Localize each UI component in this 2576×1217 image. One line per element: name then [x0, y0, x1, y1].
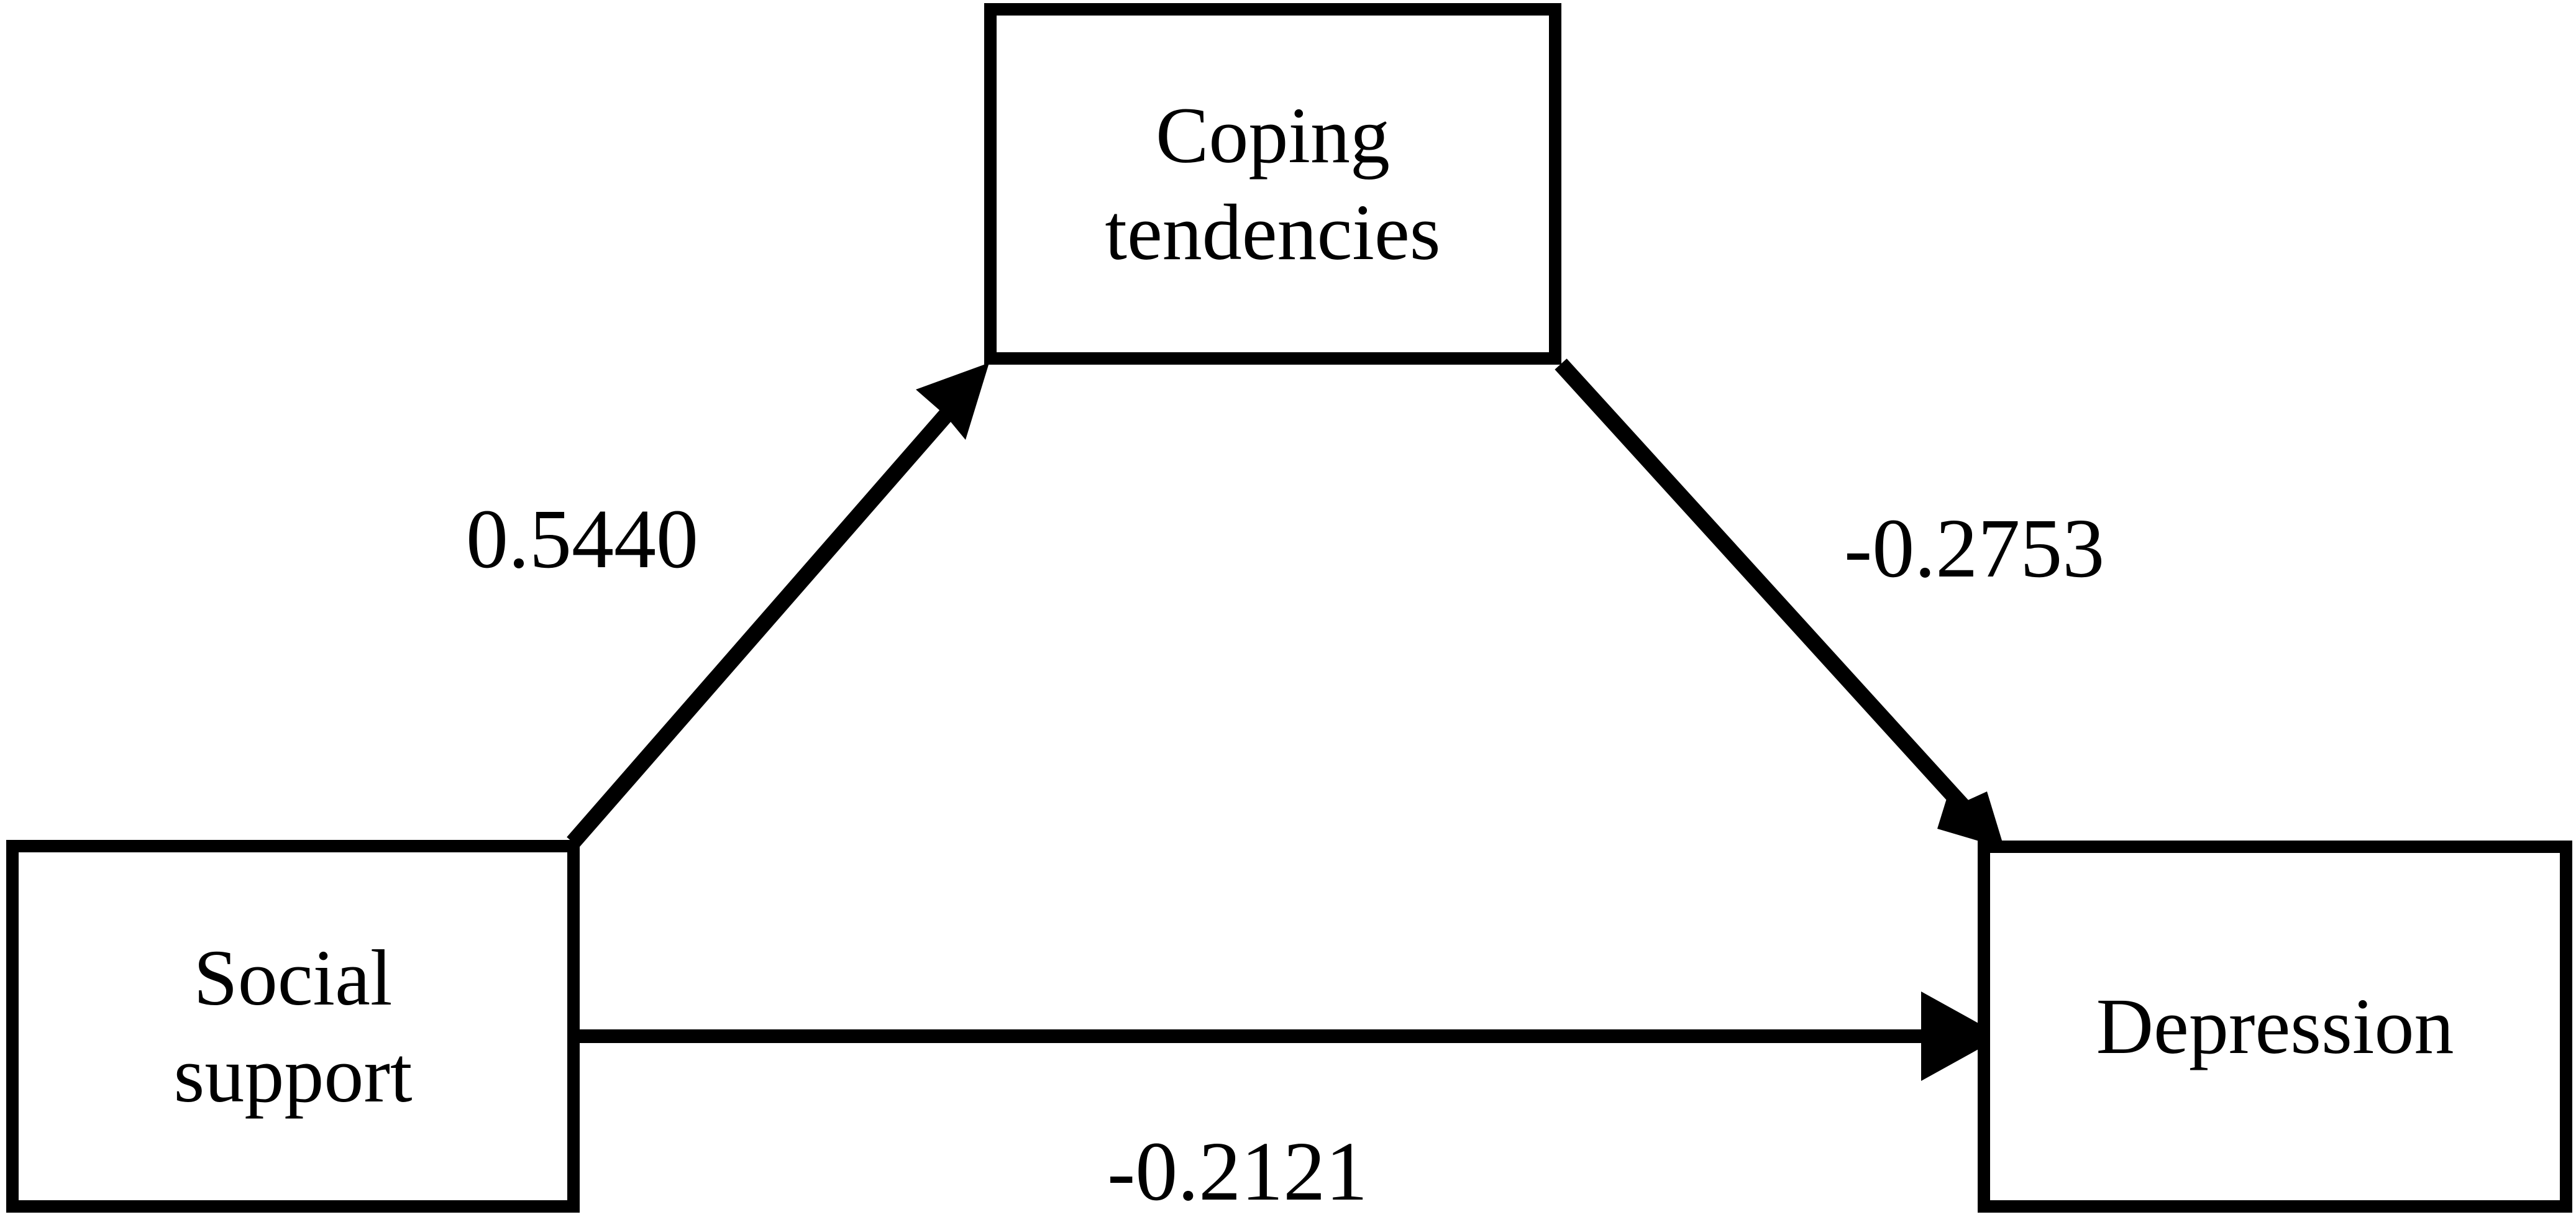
edge-label-c-path: -0.2121 [1107, 1125, 1368, 1217]
edge-label-a-path: 0.5440 [466, 493, 698, 586]
node-depression-label-line1: Depression [2096, 982, 2454, 1071]
edge-b-path-arrow [1555, 358, 2004, 849]
edge-label-b-path: -0.2753 [1844, 502, 2105, 595]
node-social-support-label-line1: Social [193, 933, 393, 1022]
node-coping-tendencies[interactable]: Coping tendencies [984, 3, 1561, 365]
node-depression[interactable]: Depression [1978, 841, 2572, 1213]
node-social-support-label-line2: support [173, 1031, 413, 1119]
node-coping-tendencies-label-line2: tendencies [1105, 188, 1441, 276]
node-social-support[interactable]: Social support [6, 840, 580, 1213]
edge-a-path-arrow [567, 363, 989, 848]
edge-c-path-arrow [573, 991, 2002, 1081]
node-coping-tendencies-label-line1: Coping [1156, 91, 1390, 180]
